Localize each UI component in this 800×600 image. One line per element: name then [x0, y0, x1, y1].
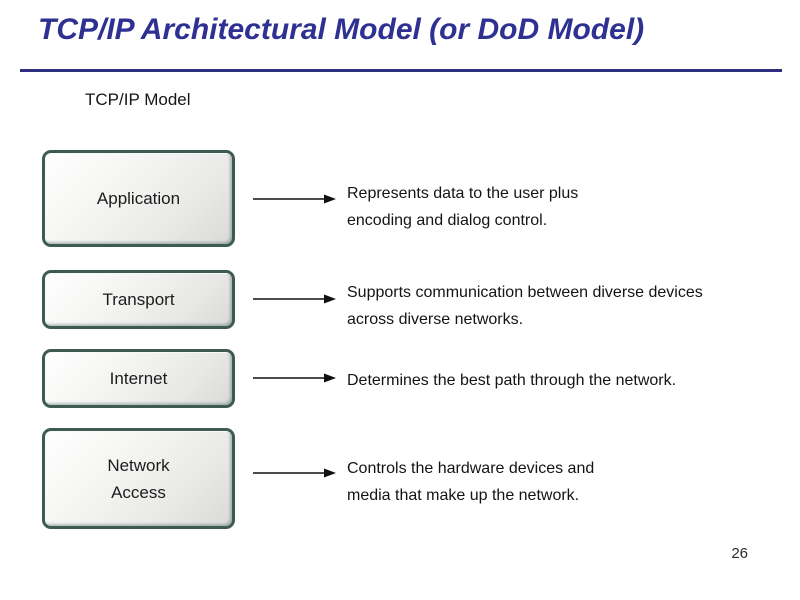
right-arrow-icon	[253, 373, 336, 383]
layer-label: Network Access	[107, 455, 170, 502]
layer-box-network-access: Network Access	[42, 428, 235, 529]
layer-box-transport: Transport	[42, 270, 235, 329]
layer-box-application: Application	[42, 150, 235, 247]
right-arrow-icon	[253, 194, 336, 204]
layer-description: Represents data to the user plus encodin…	[347, 185, 579, 229]
right-arrow-icon	[253, 468, 336, 478]
diagram-label: TCP/IP Model	[85, 90, 191, 109]
slide-title: TCP/IP Architectural Model (or DoD Model…	[38, 13, 645, 46]
title-divider	[20, 69, 782, 72]
right-arrow-icon	[253, 294, 336, 304]
layer-label: Application	[96, 189, 181, 208]
layer-label: Internet	[109, 369, 168, 388]
layer-description: Controls the hardware devices and media …	[347, 460, 595, 504]
layer-label: Transport	[102, 290, 175, 309]
layer-box-internet: Internet	[42, 349, 235, 408]
layer-description: Supports communication between diverse d…	[347, 284, 703, 328]
layer-description: Determines the best path through the net…	[347, 372, 677, 389]
page-number: 26	[731, 545, 748, 562]
